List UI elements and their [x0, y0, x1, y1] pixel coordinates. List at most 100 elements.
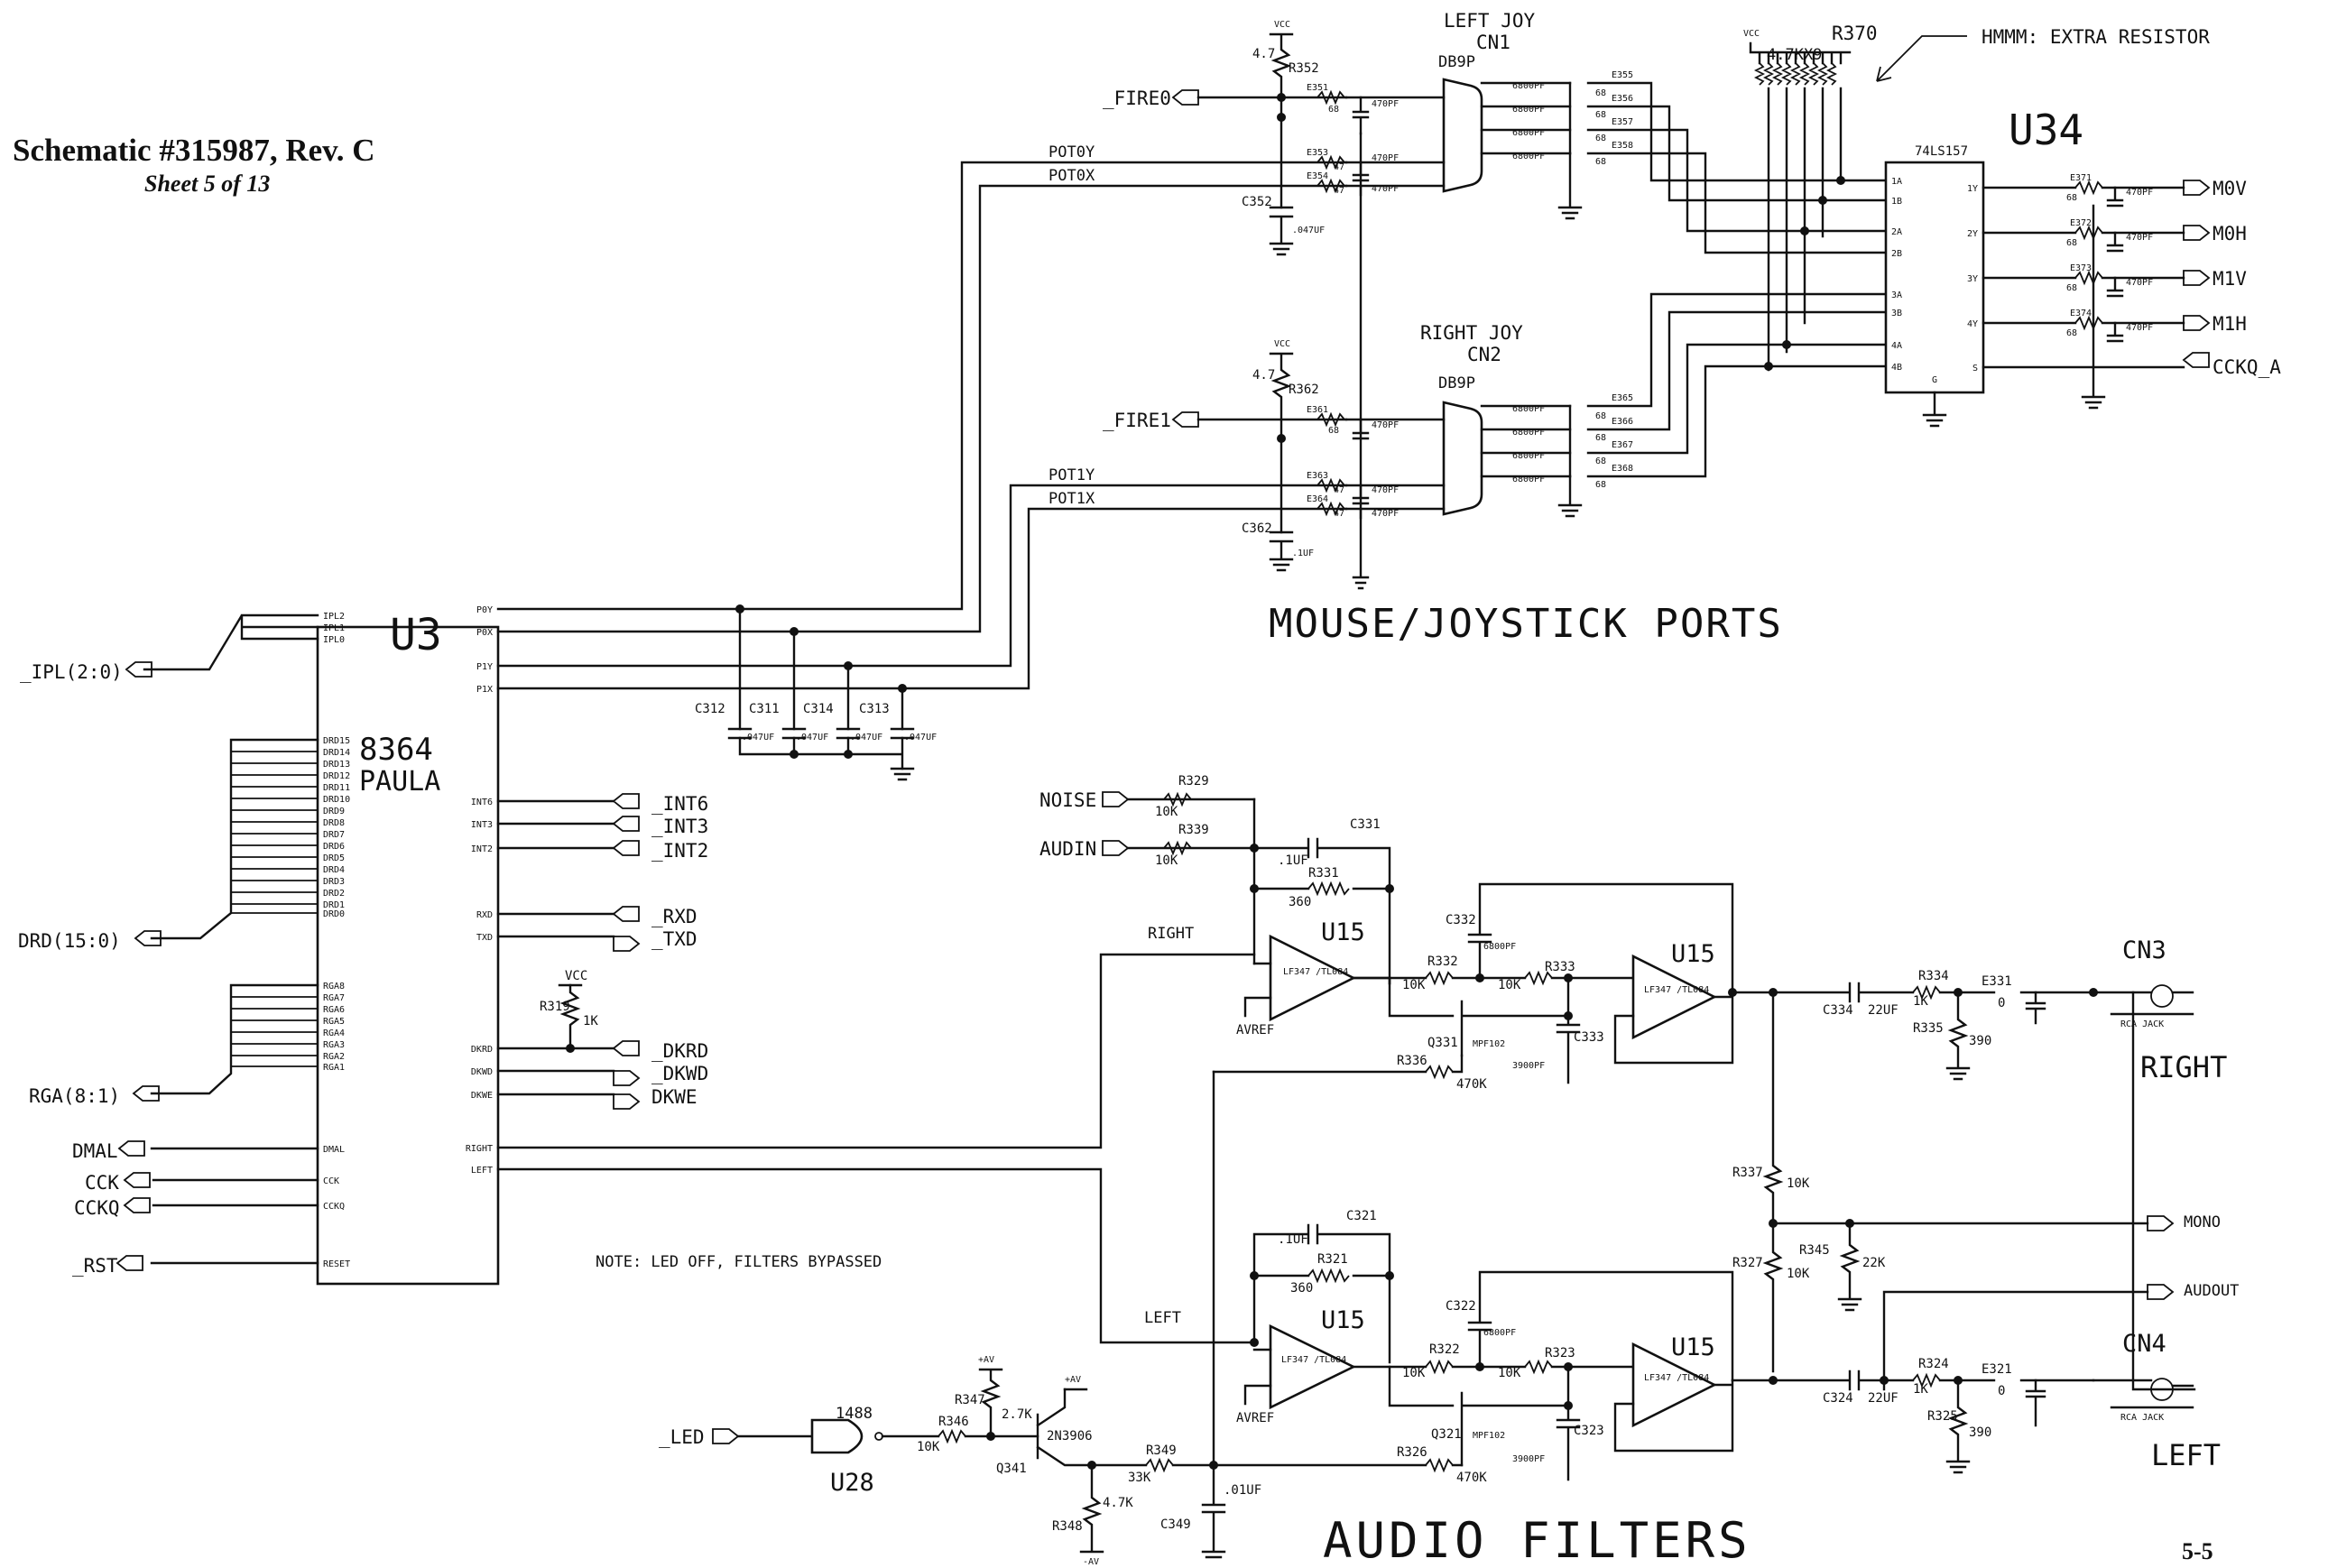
r326-ref: R326: [1397, 1445, 1427, 1460]
u34-out-pin-2: 3Y: [1967, 274, 1978, 284]
c334-ref: C334: [1823, 1003, 1853, 1018]
audio-mono-mix: MONO AUDOUT R337 10K R327 10K R345 22K: [1732, 991, 2239, 1391]
vcc-cn2: VCC: [1274, 339, 1290, 349]
u3-left-pin-18: DRD0: [323, 909, 345, 919]
e368-ref: E368: [1612, 464, 1633, 474]
cn2-type: DB9P: [1438, 374, 1475, 392]
u3-name: PAULA: [359, 766, 440, 798]
signal-mono: MONO: [2184, 1213, 2221, 1231]
cap-470-1: 470PF: [1372, 99, 1399, 109]
r370-value: 4.7KX9: [1767, 46, 1822, 64]
c313-value: .047UF: [904, 733, 937, 742]
q331-ref: Q331: [1427, 1036, 1458, 1050]
r321-ref: R321: [1317, 1252, 1348, 1267]
e368-value: 68: [1595, 480, 1606, 490]
r331-value: 360: [1289, 895, 1311, 909]
q341-ref: Q341: [996, 1462, 1027, 1476]
cn4-label: LEFT: [2151, 1438, 2221, 1472]
u34-out-pin-1: 2Y: [1967, 229, 1978, 239]
r323-value: 10K: [1498, 1366, 1521, 1380]
u3-left-pin-25: RGA2: [323, 1052, 345, 1062]
av-pos-1: +AV: [978, 1355, 994, 1365]
signal-m0h: M0H: [2213, 223, 2247, 244]
e358-ref: E358: [1612, 141, 1633, 151]
u3-right-pin-10: DKWD: [471, 1067, 493, 1077]
cn3-type: RCA JACK: [2120, 1019, 2164, 1029]
e353-value: 47: [1334, 162, 1344, 172]
e321-value: 0: [1998, 1384, 2005, 1398]
u3-right-pin-4: INT6: [471, 798, 493, 807]
u34-gnd-pin-0: G: [1932, 375, 1937, 385]
r323-ref: R323: [1545, 1346, 1575, 1360]
u28-ref: U28: [830, 1469, 874, 1497]
e355-ref: E355: [1612, 70, 1633, 80]
note-led-off: NOTE: LED OFF, FILTERS BYPASSED: [596, 1253, 882, 1271]
c349-ref: C349: [1160, 1517, 1191, 1532]
r319-value: 1K: [583, 1014, 598, 1028]
cap-6800-7: 6800PF: [1512, 451, 1545, 461]
e331-value: 0: [1998, 996, 2005, 1010]
c322-ref: C322: [1446, 1299, 1476, 1314]
label-right-line: RIGHT: [1148, 925, 1194, 943]
r349-value: 33K: [1128, 1471, 1151, 1485]
e372-ref: E372: [2070, 218, 2092, 228]
r348-value: 4.7K: [1103, 1496, 1133, 1510]
signal-rxd: _RXD: [651, 906, 697, 927]
u34-in-pin-3: 2B: [1891, 249, 1902, 259]
u3-left-pin-23: RGA4: [323, 1028, 345, 1038]
r324-ref: R324: [1918, 1357, 1949, 1371]
signal-int6: _INT6: [651, 793, 708, 815]
e321-ref: E321: [1982, 1362, 2012, 1377]
e361-ref: E361: [1307, 405, 1328, 415]
r347-value: 2.7K: [1002, 1407, 1032, 1422]
r335-value: 390: [1969, 1034, 1991, 1048]
audio-right-channel: NOISE AUDIN R329 10K R339 10K C331 .1UF …: [496, 774, 2227, 1391]
signal-dkwe: DKWE: [651, 1086, 697, 1108]
led-driver: _LED 1488 U28 R346 10K +AV R347 2.7K +AV…: [659, 1070, 1261, 1567]
signal-dmal: DMAL: [72, 1140, 118, 1162]
u3-left-pin-2: IPL0: [323, 635, 345, 645]
r337-value: 10K: [1787, 1176, 1810, 1191]
u3-left-pin-6: DRD12: [323, 771, 350, 781]
u3-left-pin-15: DRD3: [323, 877, 345, 887]
cap-470-9: 470PF: [2126, 278, 2153, 288]
c333-ref: C333: [1574, 1030, 1604, 1045]
u34-part: 74LS157: [1915, 144, 1968, 159]
label-left-line: LEFT: [1144, 1309, 1181, 1327]
avref-2: AVREF: [1236, 1411, 1274, 1425]
e371-value: 68: [2066, 193, 2077, 203]
c311-value: .047UF: [796, 733, 828, 742]
e356-value: 68: [1595, 110, 1606, 120]
e367-value: 68: [1595, 457, 1606, 466]
signal-txd: _TXD: [651, 928, 697, 950]
u15d-ref: U15: [1671, 1333, 1715, 1361]
cap-6800-6: 6800PF: [1512, 428, 1545, 438]
e354-value: 47: [1334, 186, 1344, 196]
section-ports: MOUSE/JOYSTICK PORTS: [1269, 601, 1783, 647]
c314-value: .047UF: [850, 733, 882, 742]
c313-ref: C313: [859, 702, 890, 716]
e357-ref: E357: [1612, 117, 1633, 127]
vcc-r319: VCC: [565, 969, 587, 983]
e353-ref: E353: [1307, 148, 1328, 158]
u34-in-pin-5: 3B: [1891, 309, 1902, 318]
signal-fire1: _FIRE1: [1103, 410, 1171, 431]
r325-value: 390: [1969, 1425, 1991, 1440]
label-pot1y: POT1Y: [1049, 466, 1095, 484]
c312-ref: C312: [695, 702, 725, 716]
signal-m1v: M1V: [2213, 268, 2247, 290]
sheet-number: Sheet 5 of 13: [144, 171, 270, 197]
u34-outputs: E371 68 E372 68 E373 68 E374 68 470PF 47…: [2066, 173, 2281, 410]
signal-int2: _INT2: [651, 840, 708, 862]
signal-cckq-a: CCKQ_A: [2213, 356, 2281, 378]
u34-out-pin-3: 4Y: [1967, 319, 1978, 329]
cn2-ref: CN2: [1467, 344, 1501, 365]
c332-ref: C332: [1446, 913, 1476, 927]
u3-left-pin-27: DMAL: [323, 1145, 345, 1155]
e364-value: 47: [1334, 509, 1344, 519]
signal-cck: CCK: [85, 1172, 119, 1194]
r325-ref: R325: [1927, 1409, 1958, 1424]
u15c-ref: U15: [1321, 1306, 1365, 1334]
c311-ref: C311: [749, 702, 780, 716]
